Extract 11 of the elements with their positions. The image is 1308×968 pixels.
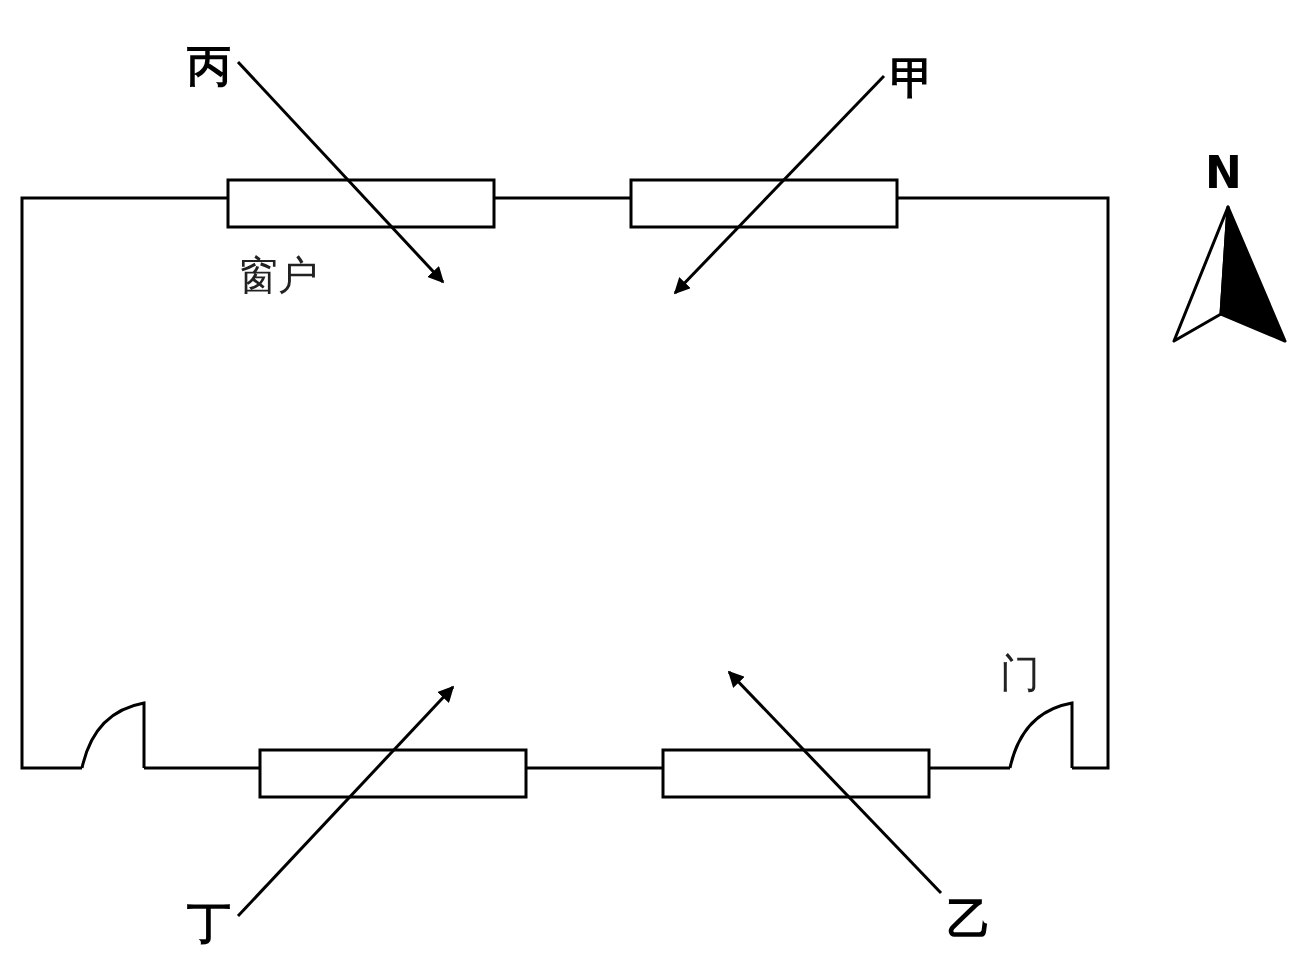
north-label: N <box>1205 150 1242 196</box>
direction-label: 甲 <box>886 52 938 104</box>
arrow <box>236 685 455 918</box>
arrow <box>236 60 445 284</box>
direction-label: 丙 <box>183 40 235 92</box>
arrow <box>727 670 943 895</box>
arrow <box>673 74 886 295</box>
door-label: 门 <box>1000 650 1040 696</box>
window-label: 窗户 <box>238 252 318 298</box>
direction-label: 乙 <box>943 893 995 945</box>
direction-label: 丁 <box>183 897 235 949</box>
